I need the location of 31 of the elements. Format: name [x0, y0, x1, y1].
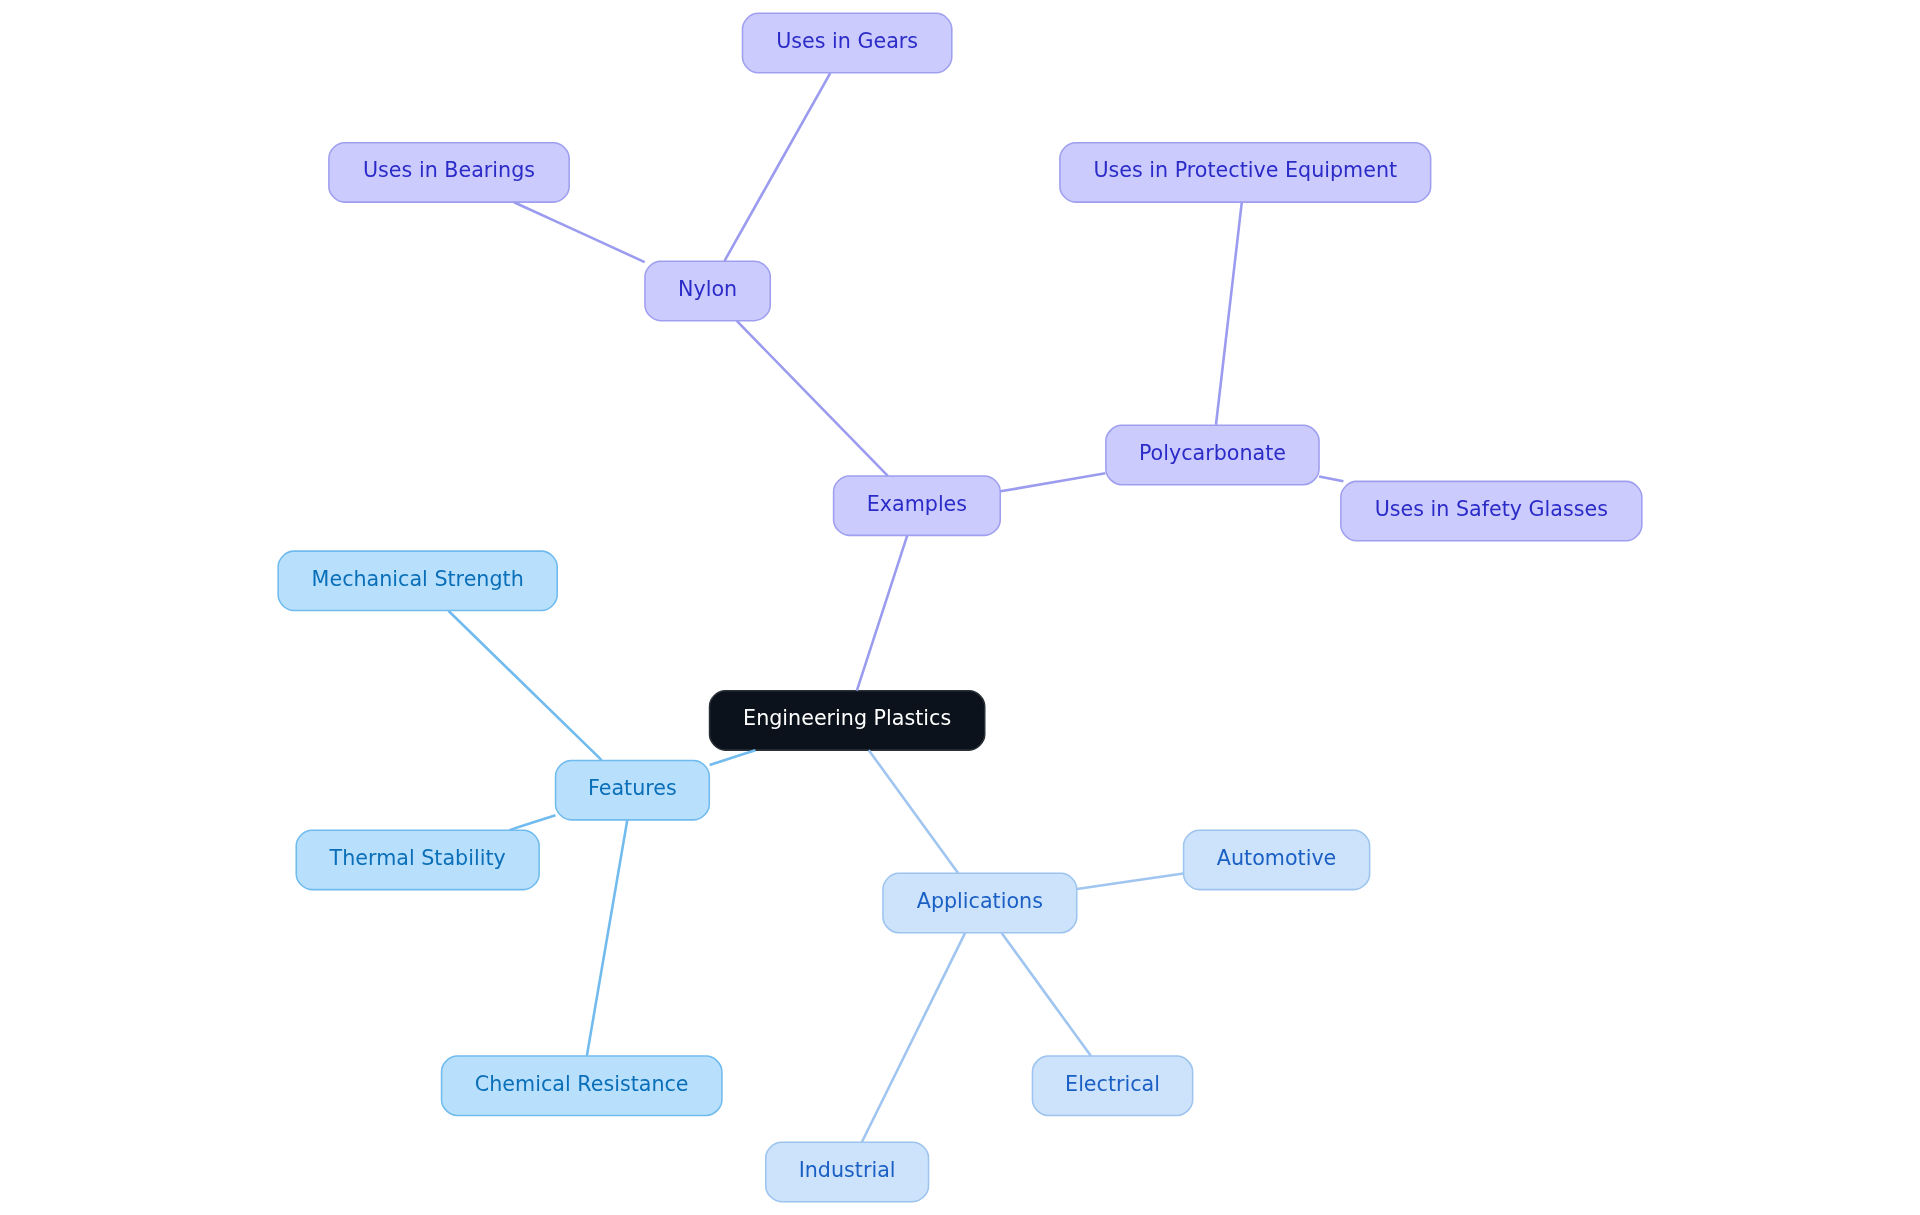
node-box: Automotive — [1182, 829, 1371, 891]
connector — [860, 932, 967, 1143]
connector — [1214, 202, 1244, 425]
connector — [1000, 932, 1092, 1057]
node-box: Examples — [832, 475, 1001, 537]
node-box: Industrial — [764, 1141, 930, 1203]
node-box: Uses in Gears — [741, 12, 953, 74]
node-box: Mechanical Strength — [277, 550, 558, 612]
node-box: Features — [554, 759, 711, 821]
node-box: Polycarbonate — [1105, 424, 1320, 486]
connector — [509, 813, 556, 832]
node-box: Thermal Stability — [295, 829, 540, 891]
node-box: Uses in Safety Glasses — [1340, 480, 1643, 542]
connector — [585, 819, 629, 1056]
node-box: Electrical — [1031, 1055, 1194, 1117]
node-box: Uses in Bearings — [328, 141, 570, 203]
node-box: Engineering Plastics — [708, 689, 986, 751]
connector — [513, 201, 646, 264]
connector — [735, 320, 889, 477]
connector — [1000, 472, 1106, 493]
connector — [867, 749, 960, 875]
node-box: Uses in Protective Equipment — [1059, 141, 1432, 203]
connector — [447, 609, 603, 762]
node-box: Chemical Resistance — [440, 1055, 723, 1117]
connector — [723, 72, 832, 262]
connector — [1076, 872, 1184, 891]
node-box: Applications — [882, 872, 1078, 934]
connector — [1318, 475, 1344, 483]
connector — [709, 748, 756, 767]
connector — [855, 535, 909, 691]
node-box: Nylon — [644, 260, 772, 322]
